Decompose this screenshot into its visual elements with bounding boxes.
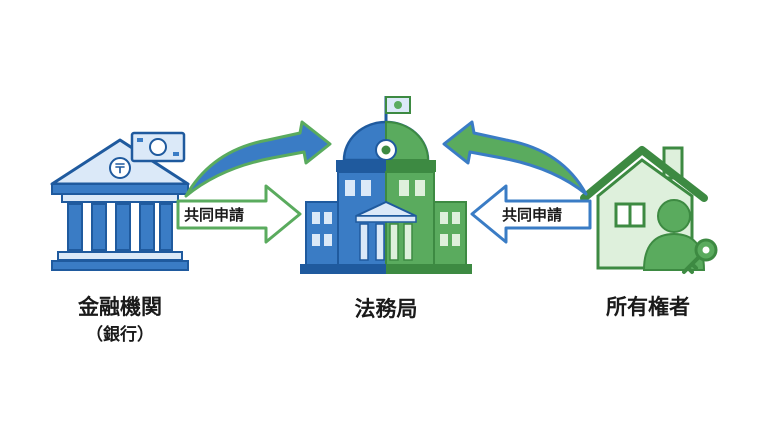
arrow-right-joint-application: 共同申請 [470,184,592,244]
key-icon [682,238,718,274]
person-icon [642,199,706,271]
curved-arrow-bank-to-bureau [184,120,332,198]
svg-text:〒: 〒 [113,162,126,177]
bank-label: 金融機関 [77,295,162,319]
arrow-right-label: 共同申請 [502,206,562,224]
bureau-label: 法務局 [355,297,418,321]
owner-label: 所有権者 [606,295,690,319]
banknote-icon [130,131,186,163]
government-building-icon [300,96,472,274]
arrow-left-joint-application: 共同申請 [176,184,302,244]
bank-sublabel: （銀行） [86,324,154,345]
curved-arrow-owner-to-bureau [442,120,588,196]
arrow-left-label: 共同申請 [184,206,244,224]
bank-icon: 〒 [50,138,190,271]
